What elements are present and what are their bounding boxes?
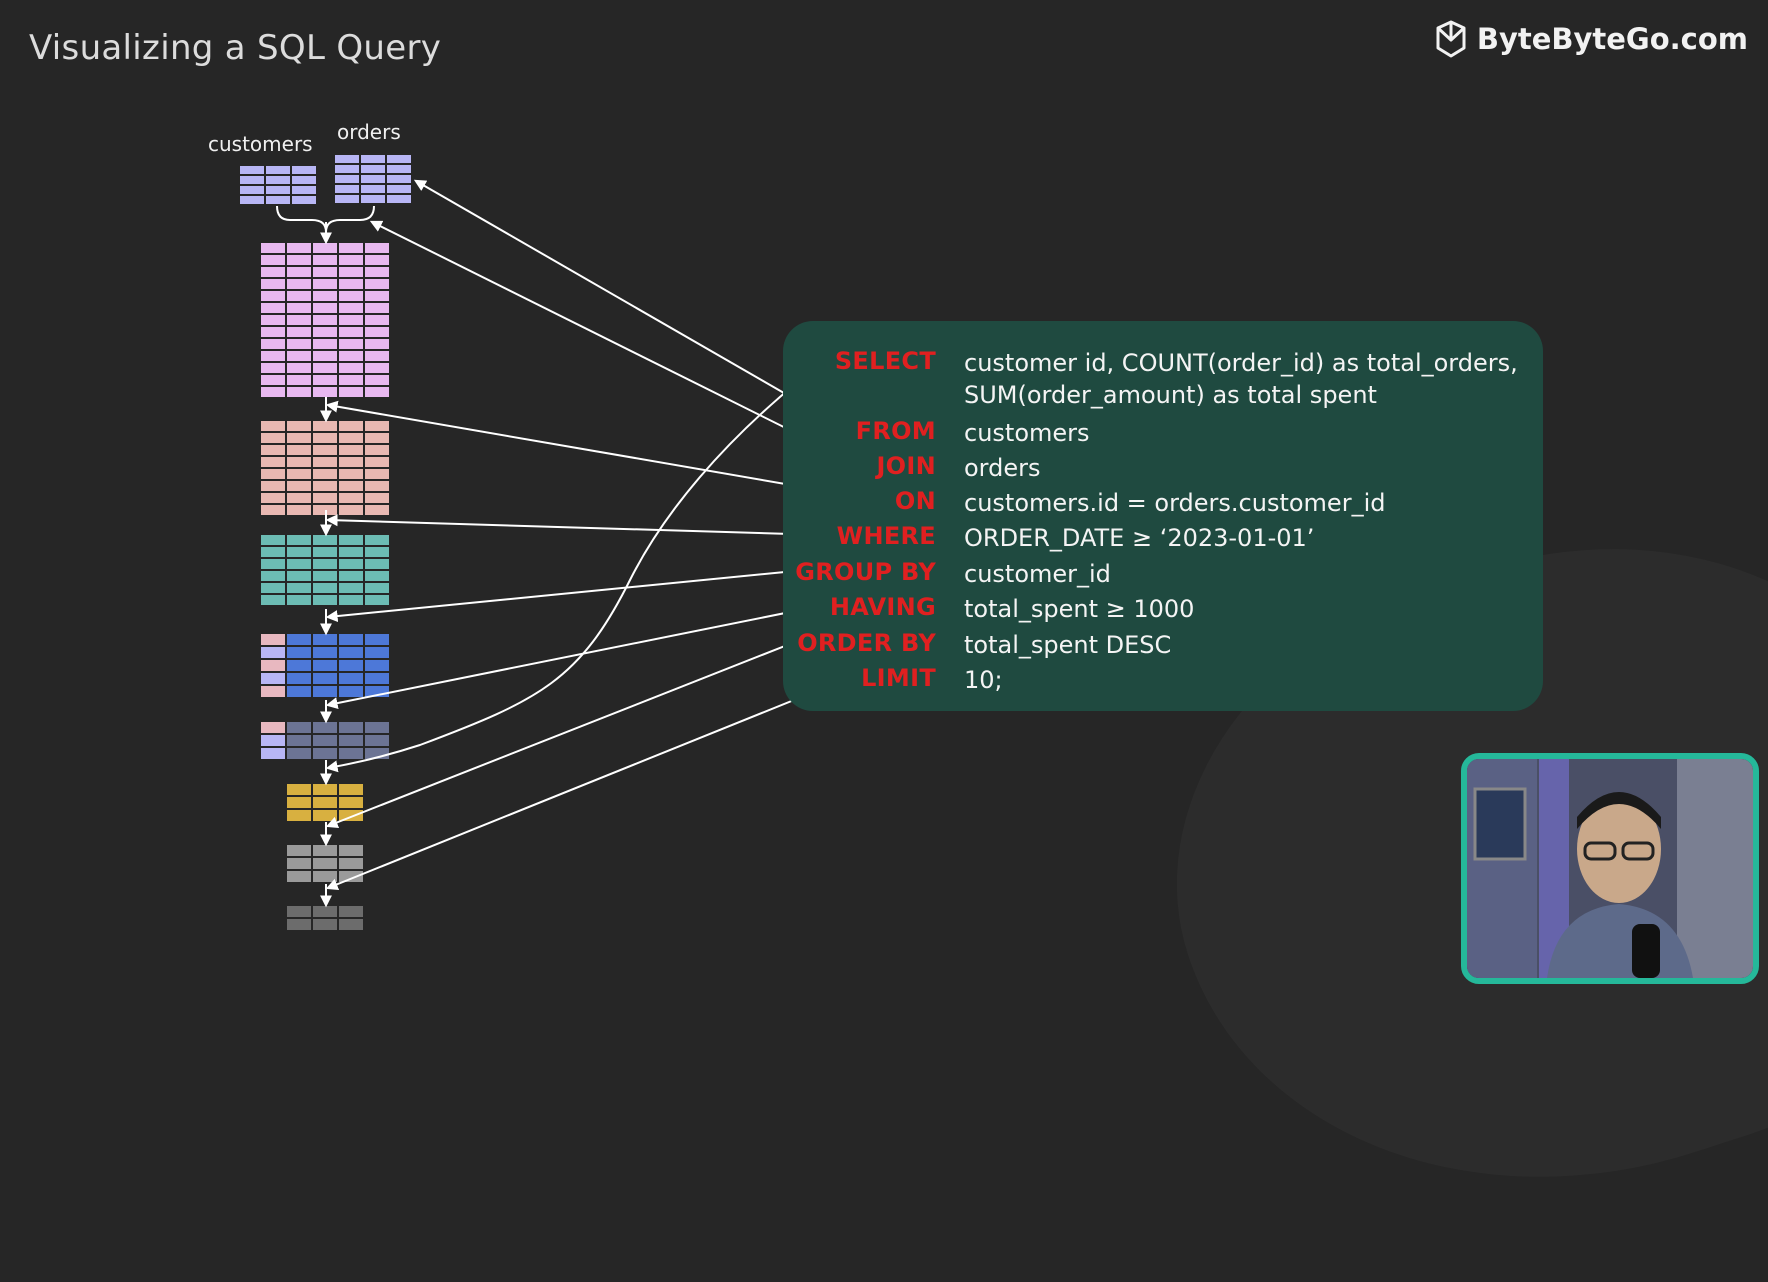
- on-filtered-table: [261, 421, 389, 515]
- brand-name: ByteByteGo.com: [1476, 22, 1748, 56]
- sql-keyword: ON: [894, 487, 936, 515]
- sql-clause: total_spent ≥ 1000: [964, 595, 1195, 623]
- sql-clause: ORDER_DATE ≥ ‘2023-01-01’: [964, 524, 1315, 552]
- sql-keyword: GROUP BY: [795, 558, 936, 586]
- sql-query-panel: SELECT customer id, COUNT(order_id) as to…: [783, 321, 1543, 711]
- having-filtered-table: [261, 722, 389, 759]
- orders-table-label: orders: [337, 120, 401, 144]
- join-merge-right: [325, 205, 375, 233]
- sql-clause: 10;: [964, 666, 1003, 694]
- group-by-link: [325, 570, 796, 623]
- selected-table: [287, 784, 363, 821]
- sql-keyword: ORDER BY: [797, 629, 936, 657]
- sql-keyword: WHERE: [836, 522, 936, 550]
- join-merge-left: [276, 205, 327, 233]
- query-flow-diagram: [240, 155, 883, 930]
- sql-clause: customer id, COUNT(order_id) as total_or…: [964, 349, 1518, 409]
- sql-clause: orders: [964, 454, 1041, 482]
- ordered-table: [287, 845, 363, 882]
- customers-table: [240, 166, 316, 204]
- customers-table-label: customers: [208, 132, 313, 156]
- sql-keyword: HAVING: [829, 593, 936, 621]
- presenter-webcam: [1461, 753, 1759, 984]
- sql-keyword: SELECT: [834, 347, 936, 375]
- grouped-table: [261, 634, 389, 697]
- select-link: [325, 357, 829, 773]
- sql-clause: customer_id: [964, 560, 1111, 588]
- where-filtered-table: [261, 535, 389, 605]
- sql-keyword: FROM: [855, 417, 936, 445]
- where-link: [325, 514, 825, 536]
- having-link: [325, 605, 821, 709]
- join-link: [369, 220, 857, 464]
- sql-keyword: JOIN: [876, 452, 936, 480]
- limit-link: [325, 676, 852, 890]
- order-by-link: [325, 641, 796, 829]
- page-title: Visualizing a SQL Query: [29, 28, 442, 68]
- orders-table: [335, 155, 411, 203]
- sql-clause: total_spent DESC: [964, 631, 1172, 659]
- sql-keyword: LIMIT: [861, 664, 936, 692]
- sql-clause: customers.id = orders.customer_id: [964, 489, 1386, 517]
- bytebytego-logo-icon: [1436, 20, 1466, 58]
- brand-logo[interactable]: ByteByteGo.com: [1435, 20, 1748, 58]
- limited-table: [287, 906, 363, 930]
- presenter-webcam-video: [1467, 759, 1753, 978]
- sql-clause: customers: [964, 419, 1090, 447]
- joined-table: [261, 243, 389, 397]
- from-link: [413, 179, 844, 428]
